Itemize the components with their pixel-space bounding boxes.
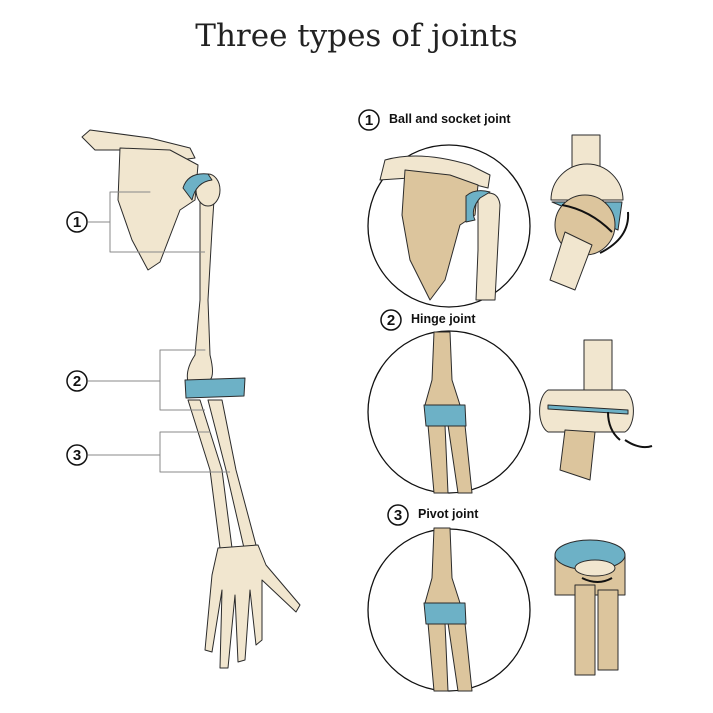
pivot-model — [554, 539, 626, 676]
ball-socket-model — [549, 134, 624, 291]
humerus — [186, 177, 216, 383]
diagram-title: Three types of joints — [195, 18, 518, 54]
motion-arrows — [561, 204, 653, 583]
left-marker-3 — [66, 444, 88, 466]
scapula — [117, 147, 199, 271]
svg-text:2: 2 — [387, 312, 395, 329]
svg-text:3: 3 — [394, 507, 402, 524]
label-brackets — [88, 191, 230, 473]
arm-skeleton — [81, 129, 301, 669]
svg-text:1: 1 — [73, 214, 81, 231]
right-marker-2 — [380, 309, 402, 331]
elbow-cartilage — [184, 377, 246, 399]
svg-text:3: 3 — [73, 447, 81, 464]
right-marker-3 — [387, 504, 409, 526]
elbow-detail-hinge — [423, 331, 473, 494]
right-marker-1 — [358, 109, 380, 131]
hinge-model — [539, 339, 634, 481]
label-hinge: Hinge joint — [411, 312, 476, 326]
label-pivot: Pivot joint — [418, 507, 479, 521]
left-marker-1 — [66, 211, 88, 233]
shoulder-cartilage — [182, 173, 213, 201]
elbow-detail-pivot — [423, 527, 473, 692]
svg-text:1: 1 — [365, 112, 373, 129]
svg-text:2: 2 — [73, 373, 81, 390]
left-marker-2 — [66, 370, 88, 392]
label-ball-socket: Ball and socket joint — [389, 112, 511, 126]
hand — [204, 544, 301, 669]
shoulder-detail — [379, 155, 501, 301]
